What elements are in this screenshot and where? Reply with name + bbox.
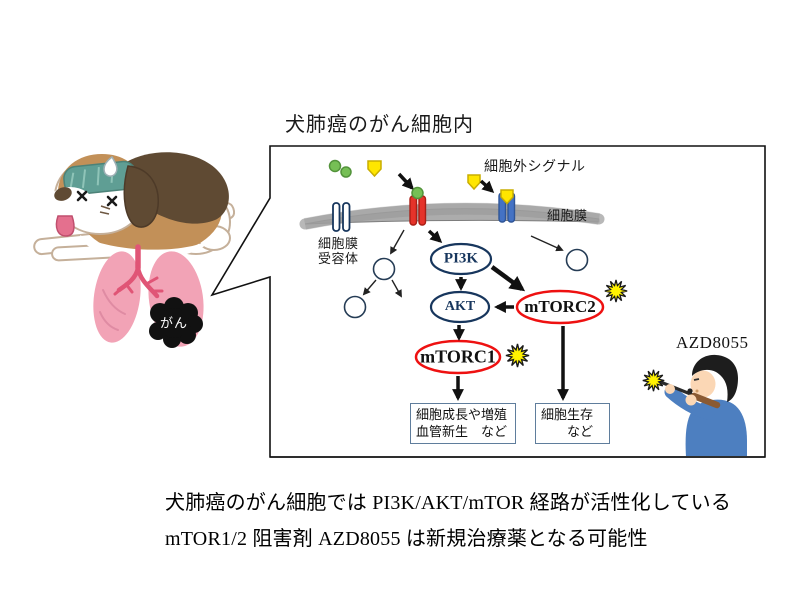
akt-label: AKT	[444, 299, 476, 314]
shooter-illustration	[652, 354, 747, 456]
azd8055-label: AZD8055	[676, 333, 749, 352]
x-eye-left	[76, 190, 88, 202]
outcome-box-survival: 細胞生存 など	[535, 403, 610, 444]
caption-line-1: 犬肺癌のがん細胞では PI3K/AKT/mTOR 経路が活性化している	[165, 492, 732, 514]
unlabeled-molecule-1	[372, 257, 396, 281]
binding-arrow-left	[397, 172, 415, 191]
trachea-bronchi	[113, 244, 164, 299]
lungs-illustration	[93, 244, 204, 348]
mtorc1-label: mTORC1	[420, 346, 496, 367]
rifle-stock	[690, 392, 721, 409]
dog-tongue	[55, 215, 75, 237]
mtorc2-label: mTORC2	[524, 297, 596, 316]
pi3k-label: PI3K	[443, 250, 479, 267]
minor-signal-arrows	[362, 229, 564, 298]
sick-dog-illustration	[33, 152, 236, 262]
extracellular-signal-label: 細胞外シグナル	[484, 158, 586, 174]
membrane-receptor-label: 細胞膜 受容体	[318, 236, 359, 266]
tumor-blob	[149, 297, 203, 348]
cancer-blob-label: がん	[159, 315, 189, 331]
membrane-receptor-icon	[332, 202, 351, 232]
cell-membrane-label: 細胞膜	[547, 208, 588, 223]
mtorc2-node	[515, 289, 605, 325]
ligand-yellow-shields	[367, 160, 481, 191]
ligand-green-circles	[328, 159, 352, 178]
dog-nose	[54, 187, 72, 201]
diagram-title: 犬肺癌のがん細胞内	[285, 114, 474, 136]
binding-arrow-right	[479, 179, 495, 194]
pi3k-node	[429, 242, 493, 276]
pathway-arrows	[427, 229, 569, 401]
caption-line-2: mTOR1/2 阻害剤 AZD8055 は新規治療薬となる可能性	[165, 528, 648, 550]
activated-receptor-red	[409, 186, 427, 226]
activated-receptor-blue	[498, 189, 516, 223]
shooter-hair	[692, 354, 738, 402]
unlabeled-molecule-3	[565, 248, 589, 272]
x-eye-right	[106, 195, 118, 207]
cooling-gel-sheet	[63, 160, 137, 196]
mtorc1-node	[414, 339, 502, 375]
akt-node	[429, 290, 491, 324]
dog-ear	[123, 165, 159, 228]
outcome-box-growth: 細胞成長や増殖 血管新生 など	[410, 403, 516, 444]
unlabeled-molecule-2	[343, 295, 367, 319]
sweat-drop	[103, 155, 118, 177]
